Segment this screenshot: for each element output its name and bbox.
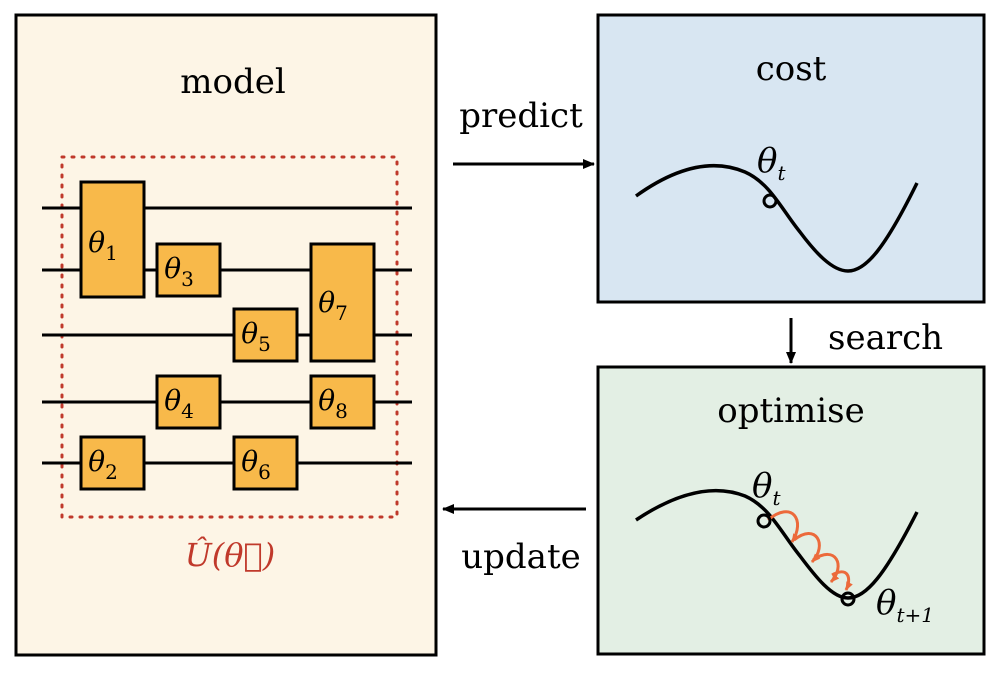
optimise-panel: optimise θt θt+1 <box>596 365 986 656</box>
start-point <box>756 513 772 529</box>
gate-box <box>155 242 222 298</box>
point-label: θt <box>757 141 786 185</box>
gate-label: θ4 <box>164 384 194 423</box>
optimisation-hops <box>767 510 853 591</box>
gate-label: θ3 <box>164 252 194 291</box>
end-point <box>840 591 856 607</box>
cost-panel: cost θt <box>596 13 986 304</box>
optimise-curve <box>635 488 919 600</box>
search-label: search <box>828 318 943 358</box>
update-label: update <box>461 537 580 577</box>
gate-theta-8: θ8 <box>309 374 376 430</box>
search-arrow: search <box>786 318 943 364</box>
gate-label: θ7 <box>318 286 348 325</box>
end-label: θt+1 <box>876 583 934 627</box>
cost-panel-box <box>596 13 986 304</box>
predict-label: predict <box>459 96 583 136</box>
hop-arrow <box>831 570 853 591</box>
optimise-panel-box <box>596 365 986 656</box>
gate-theta-4: θ4 <box>155 374 222 430</box>
gate-box <box>79 180 146 299</box>
gate-theta-7: θ7 <box>309 242 376 363</box>
optimise-title: optimise <box>717 391 864 431</box>
gate-label: θ6 <box>241 445 271 484</box>
gate-label: θ5 <box>241 317 271 356</box>
model-panel: model θ1 θ2 θ3 θ4 θ5 <box>14 13 438 657</box>
start-label: θt <box>752 466 781 510</box>
gate-theta-6: θ6 <box>232 435 299 491</box>
gate-box <box>232 435 299 491</box>
gate-theta-3: θ3 <box>155 242 222 298</box>
gate-theta-2: θ2 <box>79 435 146 491</box>
gate-theta-1: θ1 <box>79 180 146 299</box>
predict-arrow: predict <box>453 96 595 169</box>
gate-box <box>232 307 299 363</box>
model-title: model <box>180 62 285 102</box>
gate-label: θ2 <box>88 445 118 484</box>
current-point <box>762 193 778 209</box>
cost-curve <box>634 164 919 273</box>
gate-box <box>309 242 376 363</box>
gate-theta-5: θ5 <box>232 307 299 363</box>
circuit-label: Û(θ⃗) <box>185 536 275 574</box>
gate-label: θ8 <box>318 384 348 423</box>
update-arrow: update <box>442 504 586 577</box>
hop-arrow <box>812 552 840 584</box>
gate-box <box>309 374 376 430</box>
gate-label: θ1 <box>88 226 118 265</box>
hop-arrow <box>767 510 800 543</box>
gate-box <box>79 435 146 491</box>
circuit-boundary <box>60 155 399 519</box>
cost-title: cost <box>756 49 827 89</box>
gate-box <box>155 374 222 430</box>
